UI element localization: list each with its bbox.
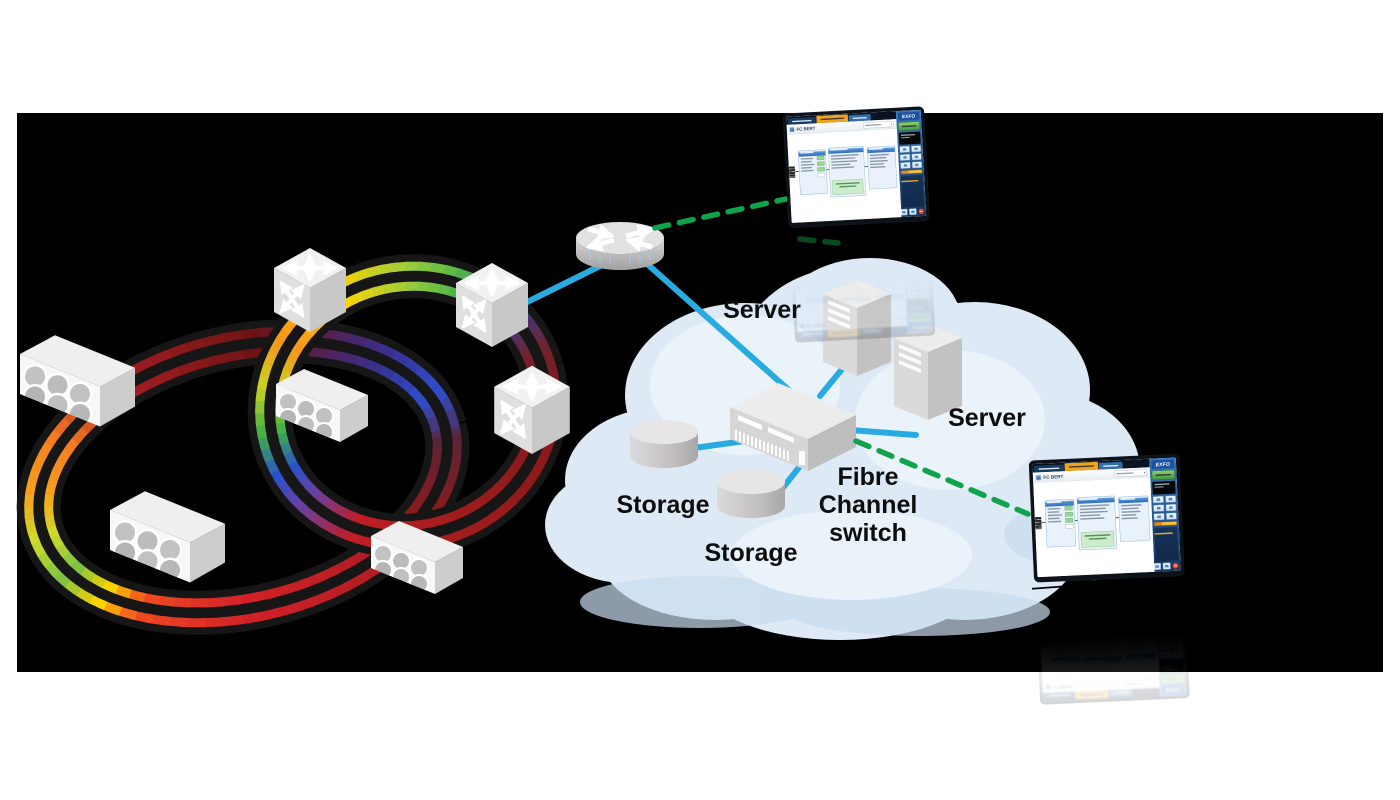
tool-icon [1153,504,1165,512]
progress-bar [900,169,923,175]
sidebar-icons [899,145,923,169]
tool-icon [909,208,917,216]
chevron-down-icon: ▾ [890,122,893,126]
analyzer-title: FC BERT [796,125,816,132]
status-display [898,131,921,145]
app-icon [1035,474,1042,481]
power-button [1172,562,1179,570]
storage-icon [717,470,785,518]
config-panel [798,149,828,195]
sidebar-panel [900,174,925,208]
sidebar-bottom-row [1153,562,1179,571]
link-fcswitch-server2 [847,427,919,438]
port-connector-icon [788,166,796,179]
power-button [918,208,925,215]
status-badges [1064,505,1074,529]
tool-icon [899,145,910,153]
metro-ring-right-band [247,254,569,558]
app-icon [789,126,795,132]
analyzer-reflection: FC BERT ▾ [1034,576,1190,705]
storage-label: Storage [616,491,709,519]
start-button [1151,469,1175,481]
panel-header [828,147,864,154]
probe-fcswitch-analyzer [853,438,1031,517]
tool-icon [910,145,922,153]
analyzer-content [1033,477,1155,578]
server-label: Server [723,296,801,324]
analyzer-title: FC BERT [1043,473,1064,480]
tool-icon [899,153,911,161]
brand-logo: EXFO [897,111,920,121]
tool-icon [1153,513,1165,521]
tool-icon [1165,503,1177,512]
config-panel [1044,498,1077,548]
analyzer-content [787,128,902,223]
tool-icon [1165,512,1177,520]
sidebar-icons [1152,495,1177,521]
fc-switch-label: switch [829,519,907,547]
preset-dropdown: ▾ [1114,469,1148,478]
tool-icon [911,153,922,161]
result-subpanel [1080,530,1115,548]
router-icon [576,222,664,270]
storage-icon [630,420,698,468]
result-subpanel [832,178,864,195]
fc-switch-label: Channel [819,491,918,519]
config-panel [866,145,898,190]
sidebar-panel [1154,526,1179,562]
progress-bar [1153,521,1177,527]
link-router-fcswitch [642,259,803,403]
analyzer-screenshot-top: FC BERT ▾ [783,106,936,343]
port-connector-icon [1034,516,1042,530]
analyzer-sidebar: EXFO [1149,457,1181,572]
sidebar-bottom-row [900,208,925,216]
config-panel [1118,495,1151,542]
storage-label: Storage [704,539,797,567]
analyzer-window: FC BERT ▾ [783,106,930,228]
start-button [898,121,921,132]
analyzer-reflection: FC BERT ▾ [789,221,936,343]
brand-logo: EXFO [1151,459,1175,470]
status-badges [816,155,826,178]
tool-icon [1152,495,1164,504]
analyzer-window: FC BERT ▾ [1029,454,1185,583]
status-display [1152,480,1176,495]
panel-header [1077,497,1115,504]
config-panel [828,146,867,198]
panel-header [1118,497,1149,504]
tool-icon [911,161,923,169]
preset-dropdown: ▾ [862,120,895,129]
analyzer-screenshot-bottom: FC BERT ▾ [1029,454,1191,705]
tool-icon [1165,495,1176,503]
config-panel [1076,495,1117,551]
server-label: Server [948,404,1026,432]
tool-icon [900,162,911,169]
probe-router-analyzer [652,196,789,231]
panel-header [867,147,896,154]
tool-icon [1162,562,1171,570]
chevron-down-icon: ▾ [1143,470,1146,475]
fc-switch-label: Fibre [837,463,898,491]
